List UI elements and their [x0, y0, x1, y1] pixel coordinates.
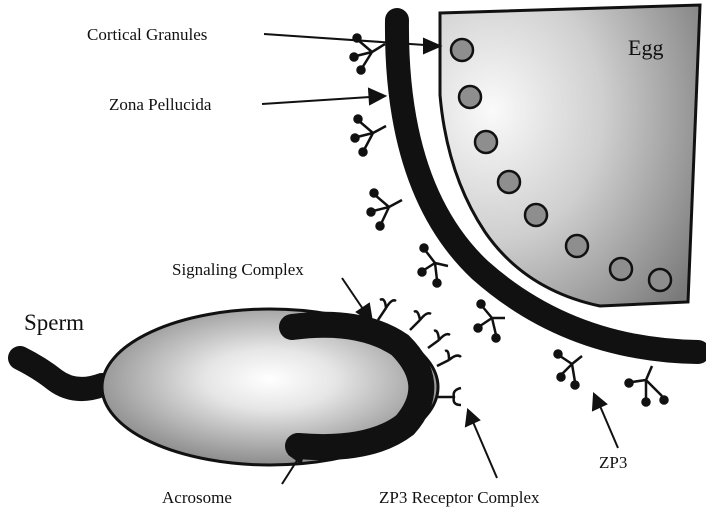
zp3-receptor — [410, 311, 431, 330]
zona-pellucida-label: Zona Pellucida — [109, 95, 212, 114]
zp3-glycoprotein — [419, 245, 449, 287]
zp3-label: ZP3 — [599, 453, 627, 472]
cortical-granule — [451, 39, 473, 61]
cortical-granule — [525, 204, 547, 226]
zp3-receptor — [378, 299, 396, 320]
signaling-complex-label: Signaling Complex — [172, 260, 304, 279]
cortical-granules-label: Cortical Granules — [87, 25, 207, 44]
zp3-glycoprotein — [626, 366, 668, 406]
zp3-glycoprotein — [475, 301, 506, 342]
cortical-granule — [610, 258, 632, 280]
zp3-receptor — [437, 351, 461, 366]
zp3-receptor-complex-label: ZP3 Receptor Complex — [379, 488, 540, 507]
cortical-granule — [566, 235, 588, 257]
sperm-label: Sperm — [24, 310, 84, 335]
zp3-glycoprotein — [352, 116, 387, 156]
egg-label: Egg — [628, 35, 663, 60]
acrosome-label: Acrosome — [162, 488, 232, 507]
sperm-tail — [20, 358, 102, 389]
zp3-receptor — [438, 388, 461, 405]
cortical-granule — [459, 86, 481, 108]
zp3-arrow — [593, 394, 618, 448]
cortical-granule — [498, 171, 520, 193]
zp3-receptor — [428, 331, 450, 348]
zp3-glycoprotein — [368, 190, 403, 230]
zp3-receptor-complex-arrow — [466, 410, 497, 478]
zp3-glycoprotein — [555, 351, 583, 389]
cortical-granule — [649, 269, 671, 291]
cortical-granules-arrow — [264, 34, 440, 53]
zona-pellucida-arrow — [262, 89, 385, 104]
cortical-granule — [475, 131, 497, 153]
